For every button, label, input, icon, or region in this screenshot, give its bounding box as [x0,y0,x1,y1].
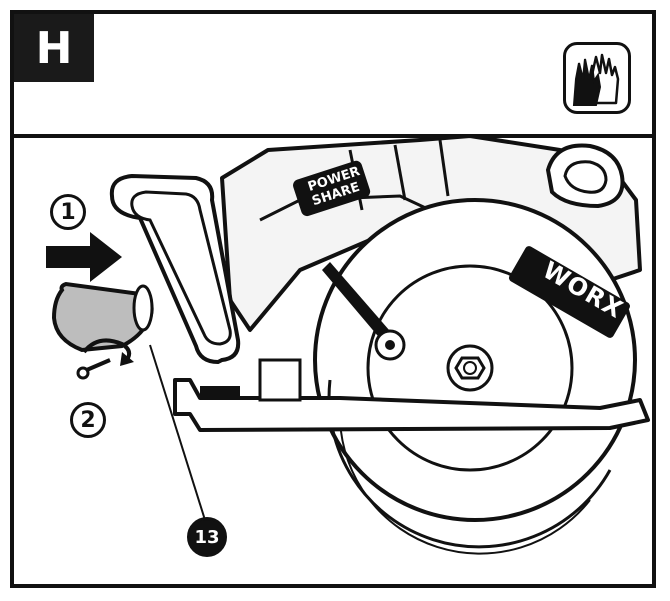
brand-plate [508,246,630,338]
handle-grip [545,143,625,209]
leader-line [149,344,206,521]
depth-lever [322,262,406,361]
power-share-label [293,160,371,217]
arrow-right-icon [46,232,122,282]
dust-nozzle [51,281,154,380]
header-divider [10,134,656,138]
protective-gloves-icon [563,42,631,114]
instruction-frame [10,10,656,588]
callout-step-2: 2 [70,402,106,438]
blade-guard [313,198,637,555]
callout-part-13: 13 [187,517,227,557]
callout-step-1: 1 [50,194,86,230]
battery [109,173,241,365]
step-badge: H [14,14,94,82]
base-plate [173,358,650,432]
